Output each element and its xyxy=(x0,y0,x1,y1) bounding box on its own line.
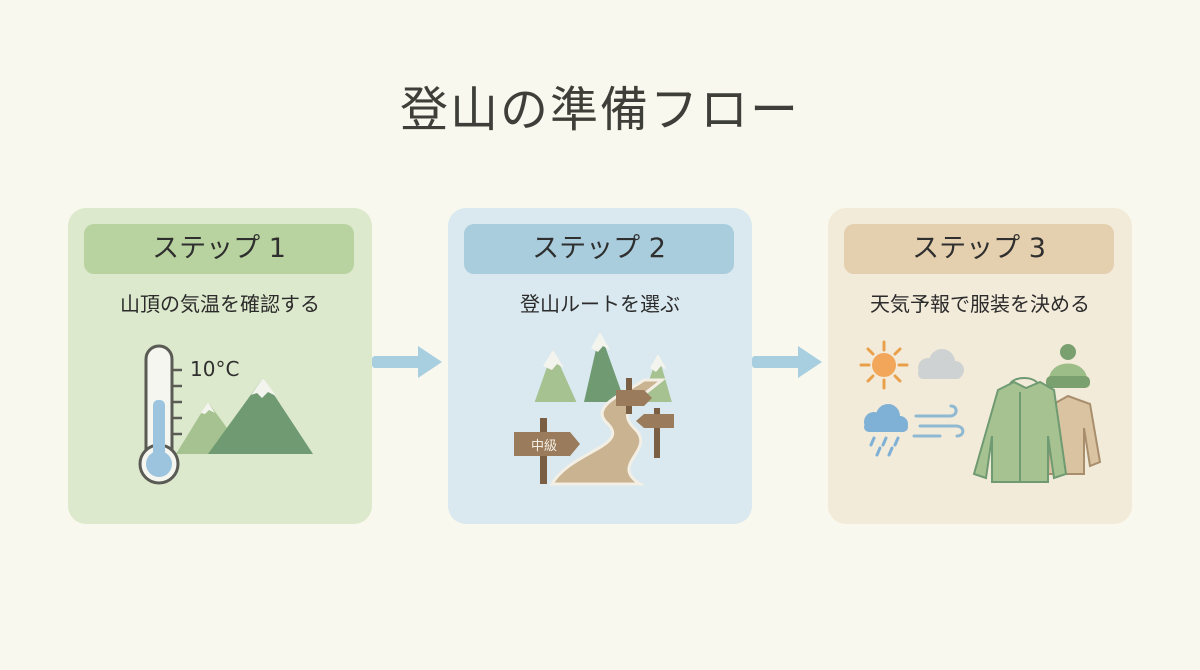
step-card-3: ステップ 3 天気予報で服装を決める xyxy=(828,208,1132,524)
trail-path xyxy=(549,378,667,486)
arrow-icon xyxy=(752,346,822,378)
step-3-description: 天気予報で服装を決める xyxy=(870,292,1090,316)
step-1-illustration: 10°C xyxy=(138,344,313,485)
beanie-icon xyxy=(1046,344,1090,388)
page-title: 登山の準備フロー xyxy=(399,82,800,138)
step-3-illustration xyxy=(859,340,1102,483)
step-1-header: ステップ 1 xyxy=(84,224,354,274)
step-2-description: 登山ルートを選ぶ xyxy=(520,292,680,316)
step-1-description: 山頂の気温を確認する xyxy=(120,292,320,316)
wind-icon xyxy=(912,404,965,438)
jacket-icon xyxy=(972,377,1102,483)
step-2-illustration: 中級 xyxy=(510,332,692,486)
step-card-1: ステップ 1 山頂の気温を確認する 10°C xyxy=(68,208,372,524)
trail-sign-label: 中級 xyxy=(531,439,557,454)
arrow-icon xyxy=(372,346,442,378)
step-2-header: ステップ 2 xyxy=(464,224,734,274)
cloud-icon xyxy=(918,349,964,379)
thermometer-icon xyxy=(138,344,182,485)
sun-icon xyxy=(859,340,909,390)
step-card-2: ステップ 2 登山ルートを選ぶ 中級 xyxy=(448,208,752,524)
step-3-header: ステップ 3 xyxy=(844,224,1114,274)
mountain-icon xyxy=(176,378,313,454)
temperature-label: 10°C xyxy=(190,357,239,381)
trail-signpost-icon: 中級 xyxy=(514,378,674,484)
rain-icon xyxy=(864,404,908,457)
